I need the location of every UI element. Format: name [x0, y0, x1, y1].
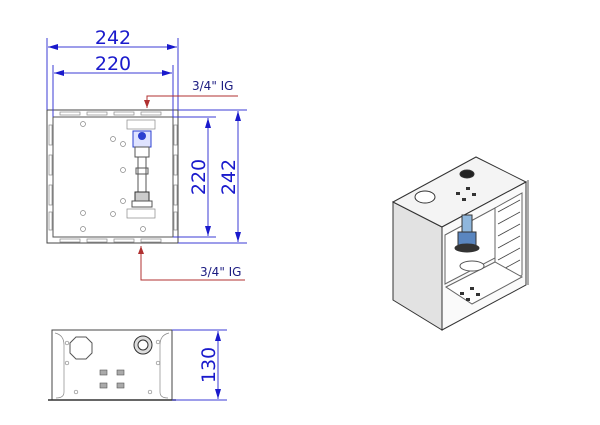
pipe-assembly	[126, 119, 156, 219]
mounting-holes	[80, 121, 146, 232]
dimension-height-outer: 242	[178, 109, 247, 244]
isometric-view	[391, 156, 529, 331]
connection-bottom-callout: 3/4" IG	[138, 246, 245, 281]
dimension-height-inner: 220	[173, 116, 216, 238]
box-inner-outline	[52, 116, 174, 238]
height-inner-label: 220	[188, 159, 210, 195]
flange-slots	[48, 111, 178, 243]
front-view	[48, 329, 176, 401]
connection-bottom-label: 3/4" IG	[200, 265, 241, 279]
connection-top-label: 3/4" IG	[192, 79, 233, 93]
dimension-width-outer: 242	[46, 27, 179, 110]
top-view	[46, 109, 179, 244]
width-outer-label: 242	[95, 27, 131, 49]
width-inner-label: 220	[95, 53, 131, 75]
dimension-width-inner: 220	[52, 53, 174, 117]
dimension-depth: 130	[172, 329, 227, 401]
pipe-3d	[454, 214, 480, 253]
depth-label: 130	[198, 347, 220, 383]
connection-top-callout: 3/4" IG	[144, 79, 238, 108]
height-outer-label: 242	[218, 159, 240, 195]
